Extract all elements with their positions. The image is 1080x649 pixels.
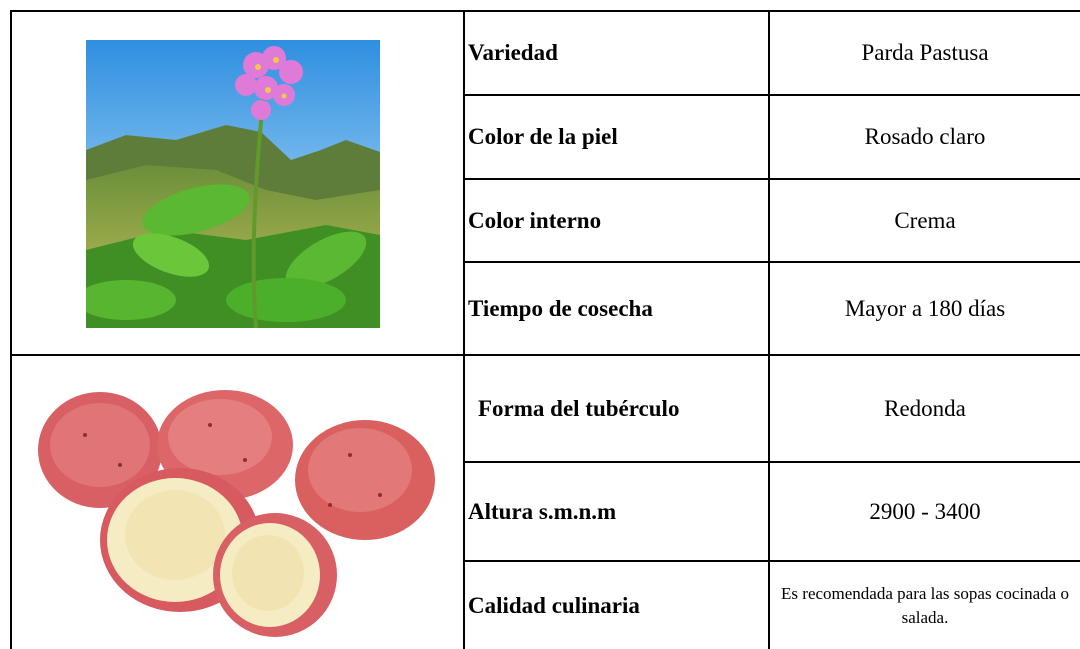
value-tiempo-cosecha: Mayor a 180 días — [844, 295, 1006, 321]
label-forma-tuberculo: Forma del tubérculo — [478, 395, 680, 421]
label-tiempo-cosecha: Tiempo de cosecha — [468, 295, 653, 321]
label-altura: Altura s.m.n.m — [468, 498, 617, 524]
potato-plant-photo — [86, 40, 380, 328]
table-divider-image-label — [463, 10, 465, 649]
row-divider — [463, 261, 1080, 263]
table-divider-label-value — [768, 10, 770, 649]
row-divider — [463, 94, 1080, 96]
row-divider — [463, 178, 1080, 180]
label-variedad: Variedad — [468, 40, 558, 65]
label-color-interno: Color interno — [468, 207, 602, 233]
value-calidad-culinaria: Es recomendada para las sopas cocinada o… — [781, 583, 1069, 627]
value-altura: 2900 - 3400 — [869, 498, 981, 524]
row-divider — [463, 461, 1080, 463]
label-color-piel: Color de la piel — [468, 124, 618, 149]
label-calidad-culinaria: Calidad culinaria — [468, 592, 640, 618]
value-forma-tuberculo: Redonda — [884, 395, 966, 421]
section-divider — [10, 354, 1080, 356]
table-left-border — [10, 10, 12, 649]
value-variedad: Parda Pastusa — [861, 40, 989, 65]
value-color-piel: Rosado claro — [864, 124, 986, 149]
value-color-interno: Crema — [894, 207, 956, 233]
row-divider — [463, 560, 1080, 562]
red-potatoes-photo — [30, 385, 440, 645]
table-top-border — [10, 10, 1080, 12]
